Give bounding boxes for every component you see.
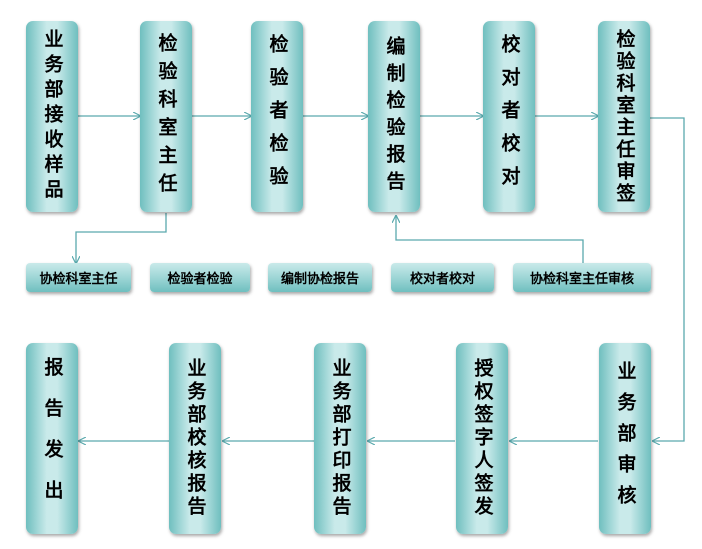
node-assist-proof: 校对者校对 bbox=[391, 263, 494, 292]
node-business-print: 业务部打印报告 bbox=[314, 343, 366, 534]
node-assist-director: 协检科室主任 bbox=[26, 263, 131, 292]
node-compile-report: 编制检验报告 bbox=[368, 21, 420, 212]
node-business-review: 业务部审核 bbox=[599, 343, 651, 534]
arrow-review-to-business-review bbox=[650, 117, 685, 441]
node-assist-inspector: 检验者检验 bbox=[150, 263, 250, 292]
node-authorized-sign: 授权签字人签发 bbox=[456, 343, 508, 534]
node-assist-compile: 编制协检报告 bbox=[268, 263, 372, 292]
node-business-receive: 业务部接收样品 bbox=[26, 21, 78, 212]
arrow-director-to-assist bbox=[76, 213, 167, 263]
node-proofreader: 校对者校对 bbox=[483, 21, 535, 212]
arrow-assist-review-to-compile bbox=[396, 216, 584, 265]
node-inspector: 检验者检验 bbox=[251, 21, 303, 212]
node-report-issue: 报告发出 bbox=[26, 343, 78, 534]
node-director-1: 检验科室主任 bbox=[140, 21, 192, 212]
node-assist-review: 协检科室主任审核 bbox=[513, 263, 651, 292]
node-business-proof: 业务部校核报告 bbox=[169, 343, 221, 534]
node-director-review: 检验科室主任审签 bbox=[598, 21, 650, 212]
